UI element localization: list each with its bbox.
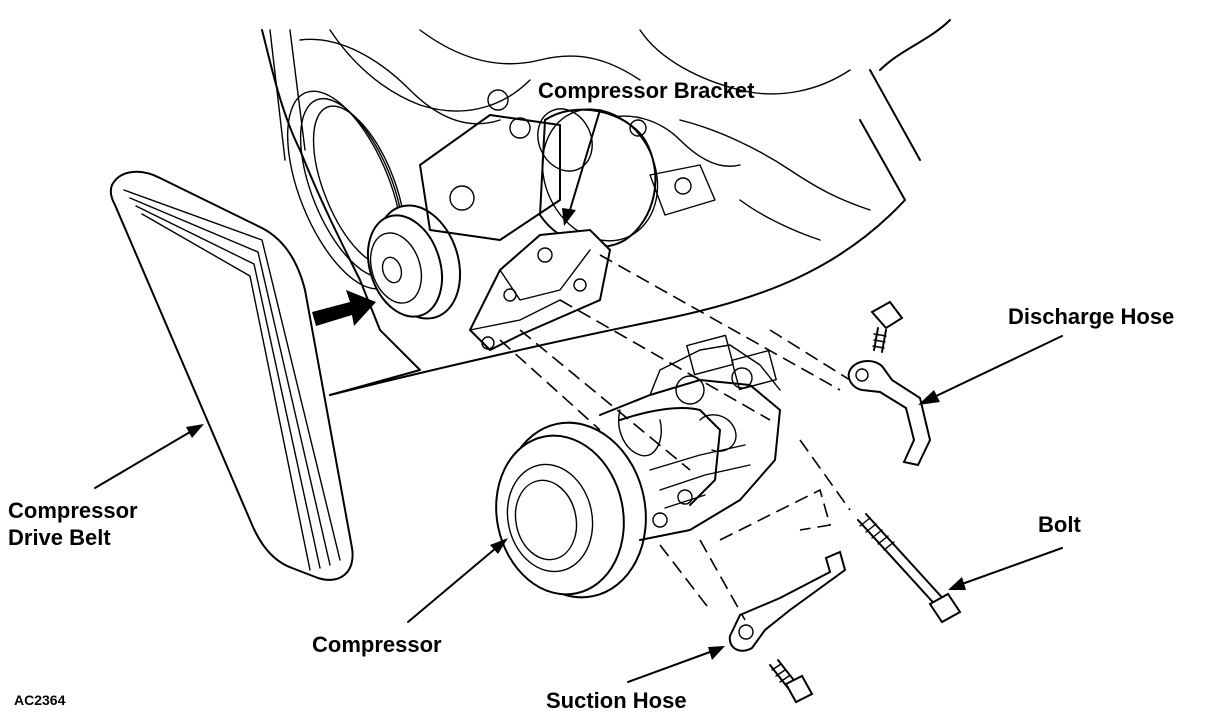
- compressor-bracket: [468, 228, 612, 352]
- engine-block: [261, 19, 951, 396]
- figure-id: AC2364: [14, 692, 66, 708]
- label-compressor: Compressor: [312, 632, 442, 657]
- leader-lines: [94, 109, 1063, 683]
- label-discharge-hose: Discharge Hose: [1008, 304, 1175, 329]
- label-suction-hose: Suction Hose: [546, 688, 687, 713]
- alignment-lines: [499, 254, 851, 621]
- suction-bolt: [769, 659, 814, 704]
- label-bolt: Bolt: [1038, 512, 1081, 537]
- compressor-drive-belt: [109, 170, 354, 581]
- engine-mount-plate: [419, 89, 716, 241]
- discharge-bolt: [870, 300, 904, 353]
- long-bolt: [857, 513, 962, 624]
- suction-hose: [728, 550, 847, 652]
- direction-arrow: [312, 290, 376, 326]
- label-compressor-drive-belt-line2: Drive Belt: [8, 525, 111, 550]
- label-compressor-drive-belt-line1: Compressor: [8, 498, 138, 523]
- crank-pulley: [367, 204, 462, 320]
- compressor-body: [495, 334, 781, 599]
- label-compressor-bracket: Compressor Bracket: [538, 78, 755, 103]
- discharge-hose: [847, 360, 932, 467]
